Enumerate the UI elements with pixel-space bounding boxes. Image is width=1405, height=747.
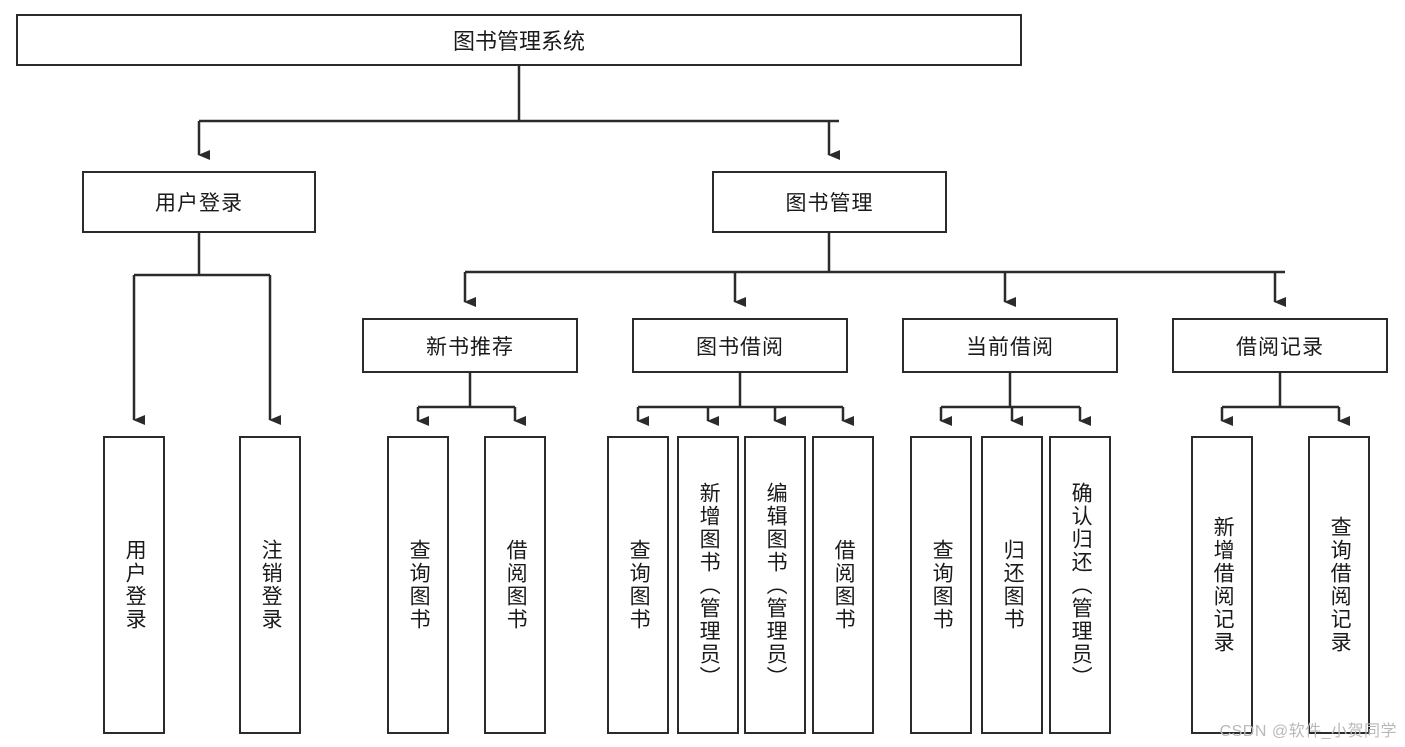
node-book-management[interactable]: 图书管理 xyxy=(712,171,947,233)
leaf-user-login[interactable]: 用户登录 xyxy=(103,436,165,734)
csdn-watermark: CSDN @软件_小贺同学 xyxy=(1219,723,1397,740)
node-label: 图书管理系统 xyxy=(452,29,585,54)
node-label: 当前借阅 xyxy=(966,335,1054,359)
node-new-book-recommend[interactable]: 新书推荐 xyxy=(362,318,578,373)
leaf-return-book[interactable]: 归还图书 xyxy=(981,436,1043,734)
leaf-label: 查询图书 xyxy=(627,539,651,631)
leaf-label: 查询借阅记录 xyxy=(1328,516,1352,654)
node-label: 借阅记录 xyxy=(1236,335,1324,359)
leaf-label: 新增图书（管理员） xyxy=(697,481,721,689)
node-current-borrow[interactable]: 当前借阅 xyxy=(902,318,1118,373)
leaf-logout[interactable]: 注销登录 xyxy=(239,436,301,734)
leaf-label: 注销登录 xyxy=(259,539,283,631)
leaf-label: 编辑图书（管理员） xyxy=(764,481,788,689)
leaf-label: 查询图书 xyxy=(407,539,431,631)
leaf-query-book-current[interactable]: 查询图书 xyxy=(910,436,972,734)
node-user-login[interactable]: 用户登录 xyxy=(82,171,316,233)
leaf-query-book-borrow[interactable]: 查询图书 xyxy=(607,436,669,734)
leaf-label: 新增借阅记录 xyxy=(1211,516,1235,654)
leaf-query-borrow-record[interactable]: 查询借阅记录 xyxy=(1308,436,1370,734)
leaf-label: 借阅图书 xyxy=(832,539,856,631)
node-borrow-record[interactable]: 借阅记录 xyxy=(1172,318,1388,373)
leaf-borrow-book-recommend[interactable]: 借阅图书 xyxy=(484,436,546,734)
leaf-borrow-book[interactable]: 借阅图书 xyxy=(812,436,874,734)
leaf-add-book-admin[interactable]: 新增图书（管理员） xyxy=(677,436,739,734)
leaf-label: 查询图书 xyxy=(930,539,954,631)
node-label: 图书管理 xyxy=(785,192,874,215)
node-label: 图书借阅 xyxy=(696,335,784,359)
node-book-borrow[interactable]: 图书借阅 xyxy=(632,318,848,373)
leaf-label: 确认归还（管理员） xyxy=(1069,481,1093,689)
node-label: 新书推荐 xyxy=(426,335,514,359)
leaf-label: 归还图书 xyxy=(1001,539,1025,631)
node-root-system[interactable]: 图书管理系统 xyxy=(16,14,1022,66)
leaf-query-book-recommend[interactable]: 查询图书 xyxy=(387,436,449,734)
leaf-label: 借阅图书 xyxy=(504,539,528,631)
leaf-add-borrow-record[interactable]: 新增借阅记录 xyxy=(1191,436,1253,734)
leaf-edit-book-admin[interactable]: 编辑图书（管理员） xyxy=(744,436,806,734)
leaf-label: 用户登录 xyxy=(123,539,147,631)
leaf-confirm-return-admin[interactable]: 确认归还（管理员） xyxy=(1049,436,1111,734)
node-label: 用户登录 xyxy=(155,192,243,215)
